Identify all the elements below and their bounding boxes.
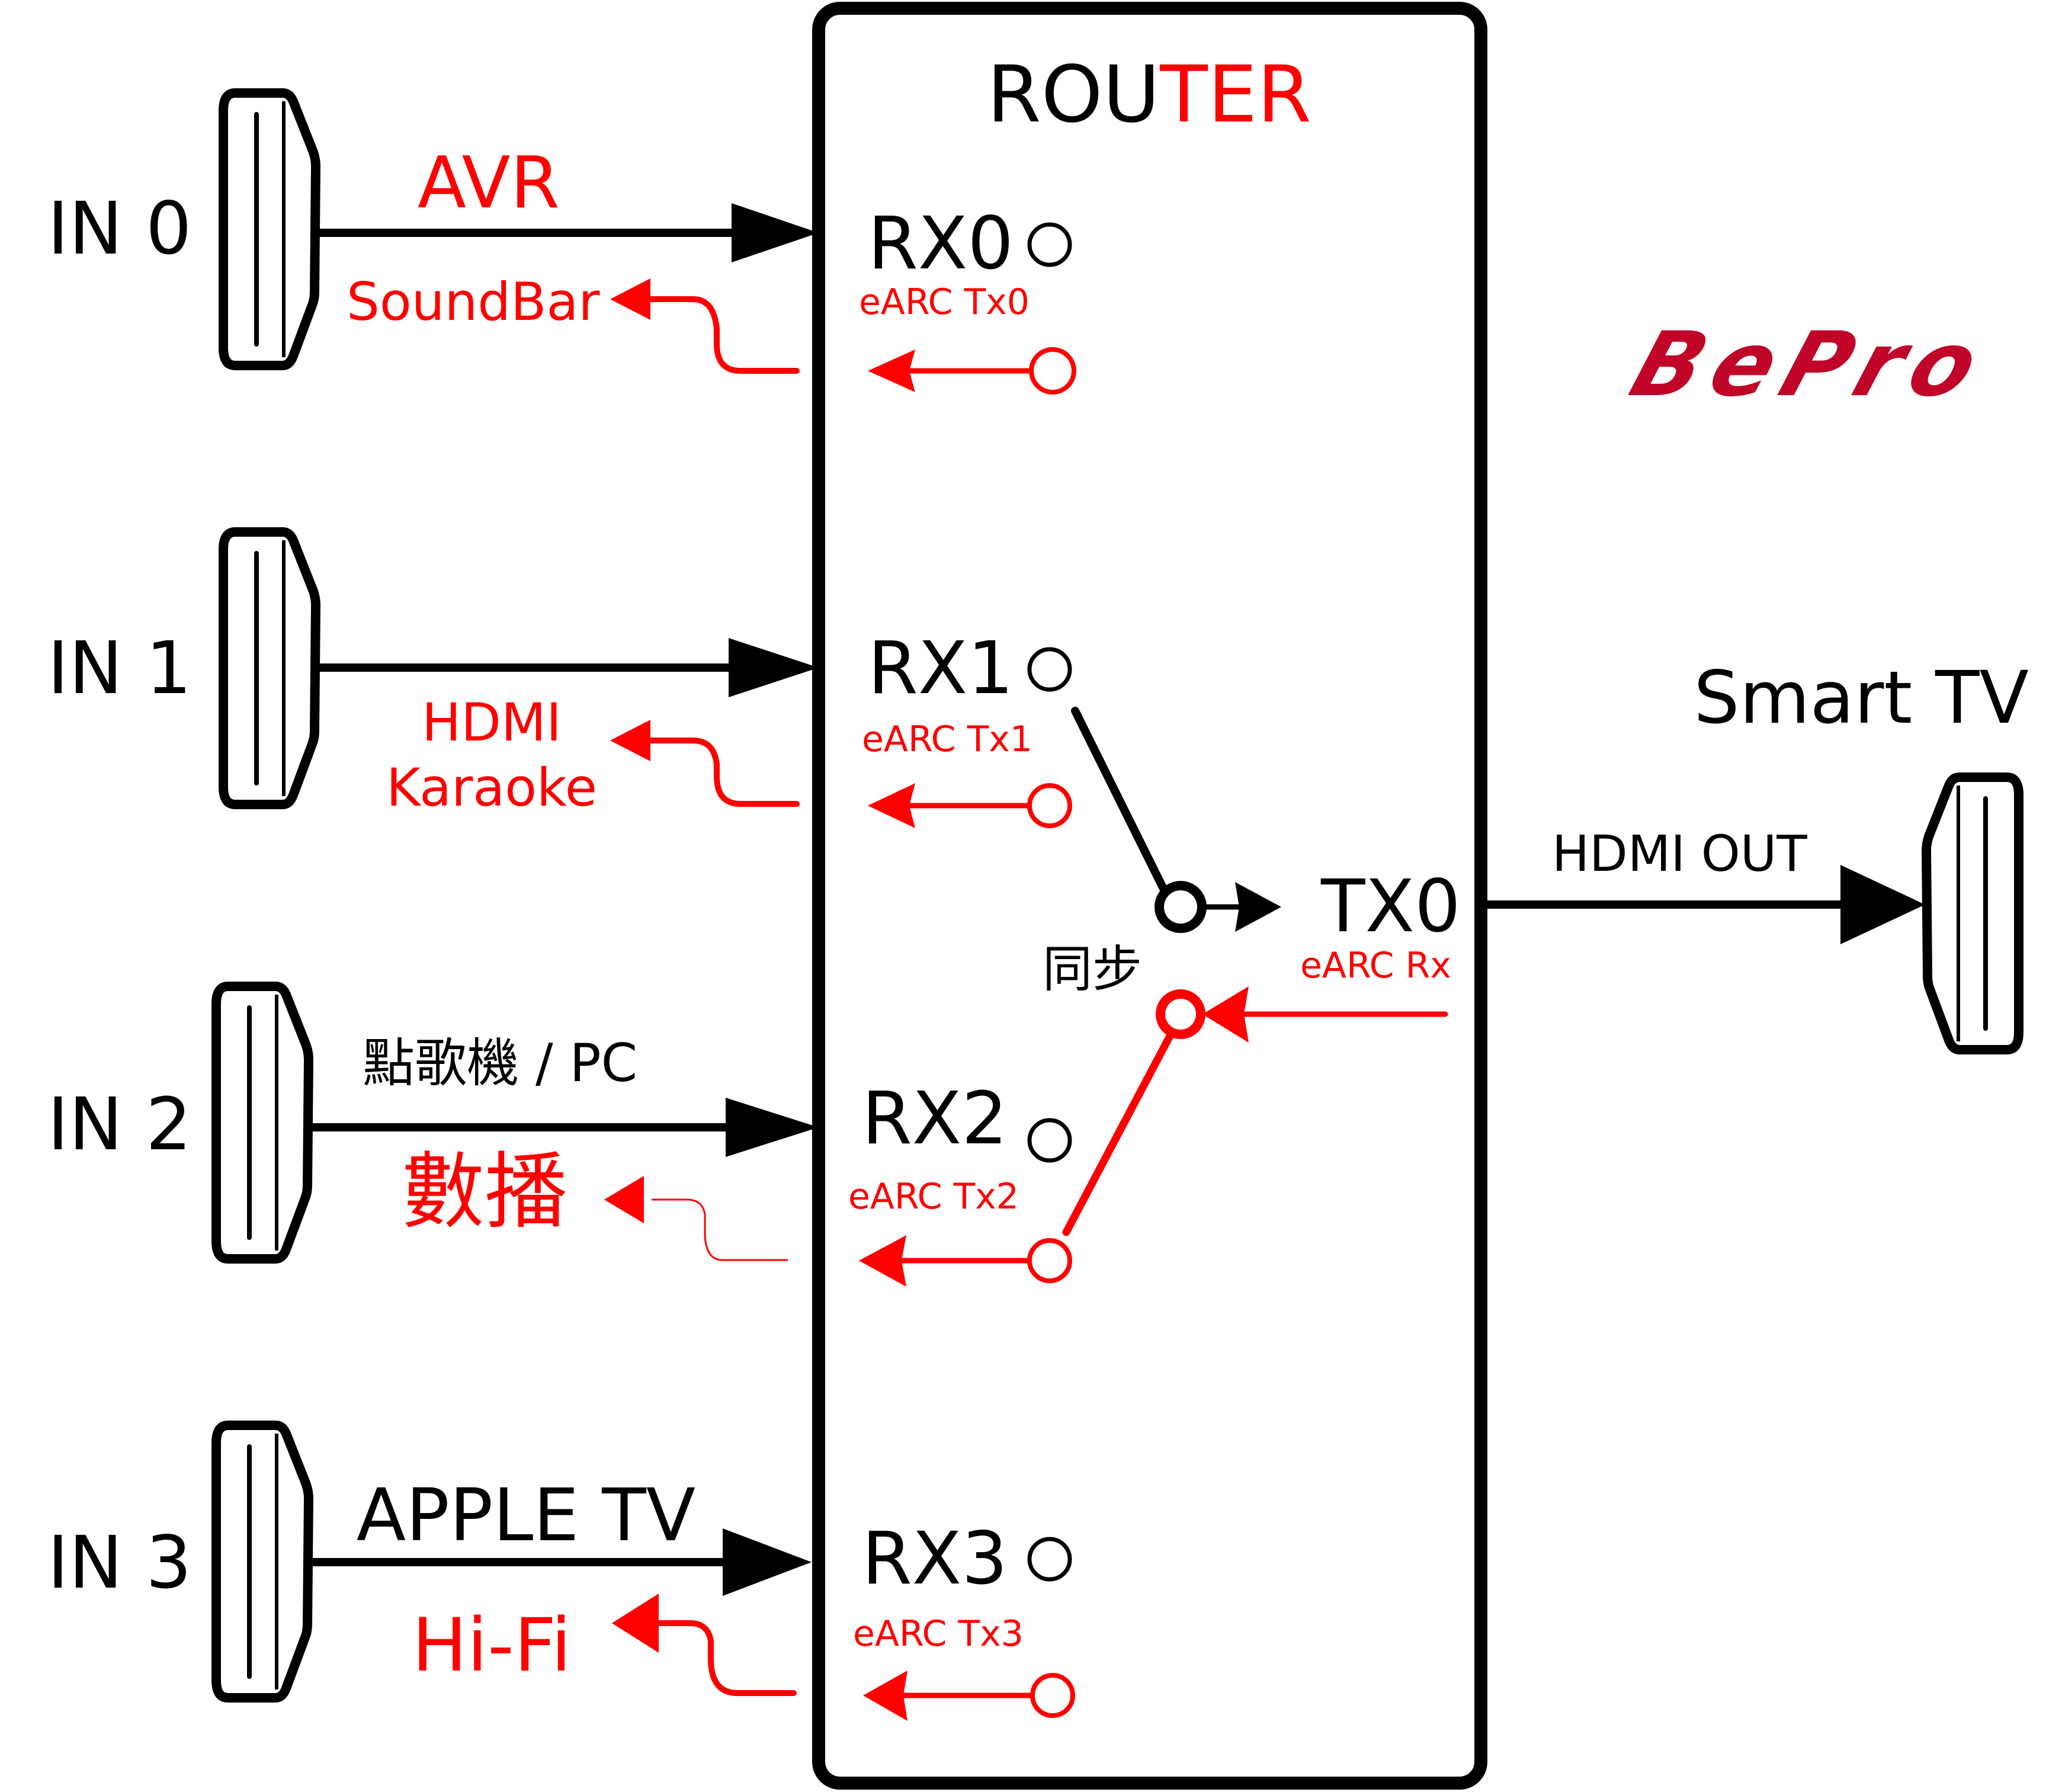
- output-device-label: Smart TV: [1694, 656, 2029, 740]
- source-label: 點歌機 / PC: [363, 1033, 637, 1094]
- tx-pivot-icon: [1155, 881, 1207, 933]
- input-port-label: IN 2: [47, 1082, 192, 1166]
- input-port-label: IN 1: [47, 626, 192, 710]
- hdmi-out-label: HDMI OUT: [1552, 825, 1807, 883]
- return-label: SoundBar: [347, 271, 600, 332]
- input-row-3: IN 3 APPLE TV Hi-Fi RX3 eARC Tx3: [47, 1425, 1075, 1721]
- rx-port-icon[interactable]: [1027, 222, 1072, 267]
- earc-switch-lever: [1062, 1030, 1175, 1236]
- input-row-1: IN 1 HDMI Karaoke RX1 eARC Tx1: [47, 532, 1072, 828]
- arrow-left-icon: [604, 1176, 644, 1223]
- router-title-red: TER: [1159, 49, 1311, 140]
- earc-tx-port-icon[interactable]: [1027, 783, 1072, 828]
- tv-hdmi-connector-icon[interactable]: [1926, 777, 2019, 1050]
- rx-label: RX3: [862, 1517, 1008, 1601]
- return-label-line1: HDMI: [422, 692, 562, 753]
- input-row-2: IN 2 點歌機 / PC 數播 RX2 eARC Tx2: [47, 986, 1072, 1287]
- video-switch-lever: [1071, 707, 1168, 894]
- arrow-left-icon: [868, 350, 915, 392]
- bepro-logo-text: BePro: [1619, 313, 2001, 416]
- earc-tx-port-icon[interactable]: [1029, 347, 1076, 395]
- arrow-right-icon: [1235, 882, 1281, 932]
- arrow-right-icon: [1840, 865, 1925, 944]
- arrow-left-icon: [612, 1594, 659, 1653]
- return-label-line2: Karaoke: [386, 757, 597, 818]
- earc-return-path: [649, 296, 800, 374]
- source-label: AVR: [418, 142, 560, 225]
- return-label: Hi-Fi: [412, 1603, 571, 1688]
- router-title: ROUTER: [987, 49, 1311, 140]
- input-port-label: IN 0: [47, 187, 192, 271]
- earc-tx-label: eARC Tx3: [853, 1613, 1024, 1655]
- rx-label: RX1: [868, 626, 1014, 710]
- earc-return-path: [652, 1198, 788, 1261]
- arrow-right-icon: [732, 203, 819, 262]
- arrow-left-icon: [863, 1671, 907, 1721]
- arrow-right-icon: [729, 638, 819, 697]
- router-title-black: ROU: [987, 49, 1160, 140]
- earc-tx-label: eARC Tx0: [859, 281, 1030, 323]
- earc-switch[interactable]: [1062, 986, 1448, 1236]
- router-box: [812, 2, 1487, 1790]
- rx-label: RX0: [868, 201, 1014, 286]
- rx-label: RX2: [862, 1076, 1008, 1161]
- rx-port-icon[interactable]: [1027, 1537, 1072, 1582]
- hdmi-connector-icon[interactable]: [216, 986, 309, 1259]
- rx-port-icon[interactable]: [1027, 1118, 1072, 1163]
- earc-tx-label: eARC Tx2: [848, 1176, 1019, 1217]
- arrow-right-icon: [726, 1098, 819, 1157]
- earc-return-path: [655, 1620, 797, 1696]
- input-row-0: IN 0 AVR SoundBar RX0 eARC Tx0: [47, 93, 1076, 395]
- arrow-left-icon: [859, 1235, 906, 1287]
- earc-return-path: [649, 738, 800, 807]
- sync-label: 同步: [1043, 940, 1142, 998]
- hdmi-connector-icon[interactable]: [223, 532, 316, 804]
- earc-tx-label: eARC Tx1: [862, 719, 1032, 760]
- bepro-logo: BePro: [1619, 313, 2001, 416]
- tx-label: TX0: [1320, 864, 1461, 948]
- arrow-right-icon: [723, 1528, 812, 1596]
- arrow-left-icon: [1202, 986, 1249, 1043]
- video-switch[interactable]: [1071, 707, 1281, 933]
- earc-pivot-icon: [1156, 989, 1205, 1039]
- source-label: APPLE TV: [357, 1473, 695, 1557]
- arrow-left-icon: [868, 783, 915, 828]
- earc-tx-port-icon[interactable]: [1027, 1238, 1072, 1283]
- rx-port-icon[interactable]: [1027, 647, 1072, 692]
- return-label: 數播: [402, 1144, 567, 1240]
- arrow-left-icon: [610, 720, 650, 761]
- hdmi-connector-icon[interactable]: [216, 1425, 309, 1698]
- earc-rx-label: eARC Rx: [1300, 945, 1451, 986]
- input-port-label: IN 3: [47, 1521, 192, 1605]
- arrow-left-icon: [610, 278, 650, 320]
- earc-tx-port-icon[interactable]: [1030, 1673, 1075, 1718]
- hdmi-connector-icon[interactable]: [223, 93, 316, 366]
